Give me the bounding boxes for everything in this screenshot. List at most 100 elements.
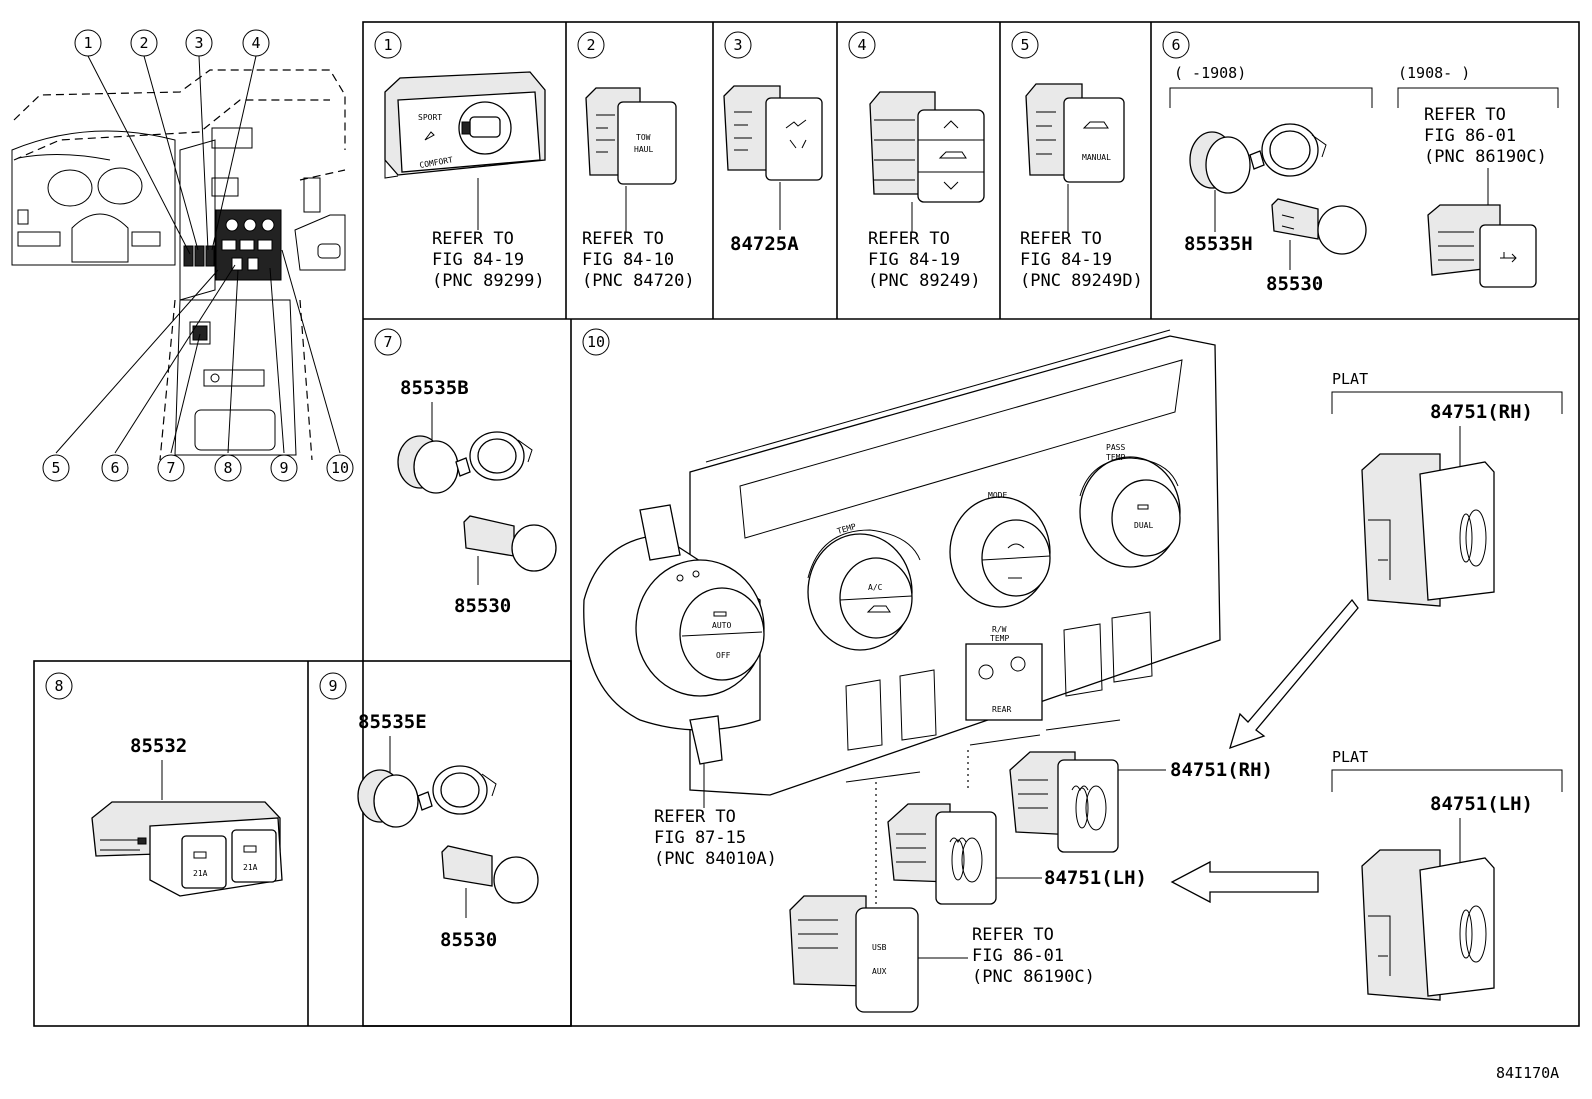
svg-text:REFER TO: REFER TO — [1424, 105, 1506, 125]
svg-text:OFF: OFF — [716, 651, 731, 660]
svg-text:REFER TO: REFER TO — [972, 925, 1054, 945]
svg-text:4: 4 — [251, 34, 260, 52]
svg-text:3: 3 — [194, 34, 203, 52]
grid-frames — [33, 21, 1580, 1027]
svg-text:TOW: TOW — [636, 133, 651, 142]
svg-text:21A: 21A — [243, 863, 258, 872]
svg-text:4: 4 — [857, 36, 866, 54]
overview-callout-1: 1 — [74, 29, 102, 57]
panel-1: 1 SPORT COMFORT REFER TO FIG 84-19 (PNC … — [374, 31, 546, 291]
tailgate-window-switch — [869, 91, 985, 203]
part-number-85530-p6: 85530 — [1266, 273, 1323, 295]
overview-callout-3: 3 — [185, 29, 213, 57]
svg-text:SPORT: SPORT — [418, 113, 442, 122]
overview-callout-5: 5 — [42, 454, 70, 482]
part-number-84751-lh-detail: 84751(LH) — [1430, 793, 1533, 815]
panel-6: 6 ( -1908) (1908- ) 85535H 85530 REFER T… — [1162, 31, 1559, 295]
svg-text:PASS: PASS — [1106, 443, 1125, 452]
plat-label-rh: PLAT — [1332, 370, 1368, 388]
svg-text:6: 6 — [1171, 36, 1180, 54]
panel-8: 8 85532 21A 21A — [45, 672, 283, 897]
svg-text:(PNC 89299): (PNC 89299) — [432, 271, 545, 291]
usb-port-module — [1427, 204, 1537, 288]
power-outlet-socket-85535e — [357, 765, 497, 828]
svg-text:FIG 84-10: FIG 84-10 — [582, 250, 674, 270]
svg-text:1: 1 — [83, 34, 92, 52]
power-outlet-socket-85535h — [1189, 123, 1327, 194]
svg-text:21A: 21A — [193, 869, 208, 878]
manual-tailgate-switch: MANUAL — [1025, 83, 1125, 183]
part-number-84751-lh: 84751(LH) — [1044, 867, 1147, 889]
power-plug-85530 — [1271, 198, 1367, 255]
4wd-switch — [723, 85, 823, 181]
power-outlet-socket-85535b — [397, 431, 533, 494]
seat-heater-switch-lh-detail — [1361, 849, 1495, 1001]
drive-mode-switch: SPORT COMFORT — [384, 71, 546, 179]
panel-3: 3 84725A — [723, 31, 823, 255]
svg-text:REAR: REAR — [992, 705, 1011, 714]
svg-text:(PNC 89249D): (PNC 89249D) — [1020, 271, 1143, 291]
overview-callout-8: 8 — [214, 454, 242, 482]
range-before-1908: ( -1908) — [1174, 64, 1246, 82]
part-number-85530-p9: 85530 — [440, 929, 497, 951]
svg-text:FIG 86-01: FIG 86-01 — [972, 946, 1064, 966]
svg-text:TEMP: TEMP — [1106, 453, 1125, 462]
svg-text:2: 2 — [139, 34, 148, 52]
part-number-85535e: 85535E — [358, 711, 427, 733]
plat-label-lh: PLAT — [1332, 748, 1368, 766]
svg-text:10: 10 — [331, 459, 349, 477]
overview-callouts: 1 2 3 4 5 6 7 8 9 10 — [42, 29, 354, 482]
svg-text:REFER TO: REFER TO — [868, 229, 950, 249]
arrow-rh-to-panel — [1229, 598, 1359, 750]
overview-callout-9: 9 — [270, 454, 298, 482]
overview-callout-4: 4 — [242, 29, 270, 57]
svg-text:10: 10 — [587, 333, 605, 351]
svg-text:8: 8 — [54, 677, 63, 695]
overview-callout-10: 10 — [326, 454, 354, 482]
svg-text:REFER TO: REFER TO — [582, 229, 664, 249]
arrow-lh-to-panel — [1170, 860, 1319, 904]
part-number-85535h: 85535H — [1184, 233, 1253, 255]
panel-1-number: 1 — [383, 36, 392, 54]
svg-text:3: 3 — [733, 36, 742, 54]
part-number-84751-rh-detail: 84751(RH) — [1430, 401, 1533, 423]
svg-text:AUX: AUX — [872, 967, 887, 976]
overview-callout-6: 6 — [101, 454, 129, 482]
diagram-id: 84I170A — [1496, 1064, 1559, 1082]
svg-text:(PNC 84720): (PNC 84720) — [582, 271, 695, 291]
svg-text:6: 6 — [110, 459, 119, 477]
svg-text:TEMP: TEMP — [990, 634, 1009, 643]
seat-heater-switch-rh — [1009, 751, 1119, 853]
svg-text:REFER TO: REFER TO — [654, 807, 736, 827]
svg-text:9: 9 — [328, 677, 337, 695]
svg-text:USB: USB — [872, 943, 887, 952]
svg-text:FIG 86-01: FIG 86-01 — [1424, 126, 1516, 146]
svg-text:MODE: MODE — [988, 491, 1007, 500]
range-after-1908: (1908- ) — [1398, 64, 1470, 82]
part-number-85535b: 85535B — [400, 377, 469, 399]
svg-text:A/C: A/C — [868, 583, 883, 592]
svg-text:REFER TO: REFER TO — [432, 229, 514, 249]
svg-text:2: 2 — [586, 36, 595, 54]
panel-4: 4 REFER TO FIG 84-19 (PNC 89249) — [848, 31, 985, 291]
svg-text:FIG 84-19: FIG 84-19 — [868, 250, 960, 270]
part-number-84725a: 84725A — [730, 233, 799, 255]
svg-text:9: 9 — [279, 459, 288, 477]
svg-text:REFER TO: REFER TO — [1020, 229, 1102, 249]
svg-text:R/W: R/W — [992, 625, 1007, 634]
svg-text:(PNC 89249): (PNC 89249) — [868, 271, 981, 291]
power-plug-85530-p7 — [463, 515, 557, 572]
panel-7: 7 85535B 85530 — [374, 328, 557, 617]
svg-text:FIG 87-15: FIG 87-15 — [654, 828, 746, 848]
panel-5: 5 MANUAL REFER TO FIG 84-19 (PNC 89249D) — [1011, 31, 1143, 291]
svg-text:5: 5 — [1020, 36, 1029, 54]
svg-text:(PNC 84010A): (PNC 84010A) — [654, 849, 777, 869]
svg-text:8: 8 — [223, 459, 232, 477]
svg-text:7: 7 — [383, 333, 392, 351]
usb-aux-module: USB AUX — [789, 895, 919, 1013]
seat-heater-switch-rh-detail — [1361, 453, 1495, 607]
svg-text:DUAL: DUAL — [1134, 521, 1153, 530]
panel-9: 9 85535E 85530 — [319, 672, 539, 951]
svg-text:7: 7 — [166, 459, 175, 477]
tow-haul-switch: TOW HAUL — [585, 87, 677, 185]
